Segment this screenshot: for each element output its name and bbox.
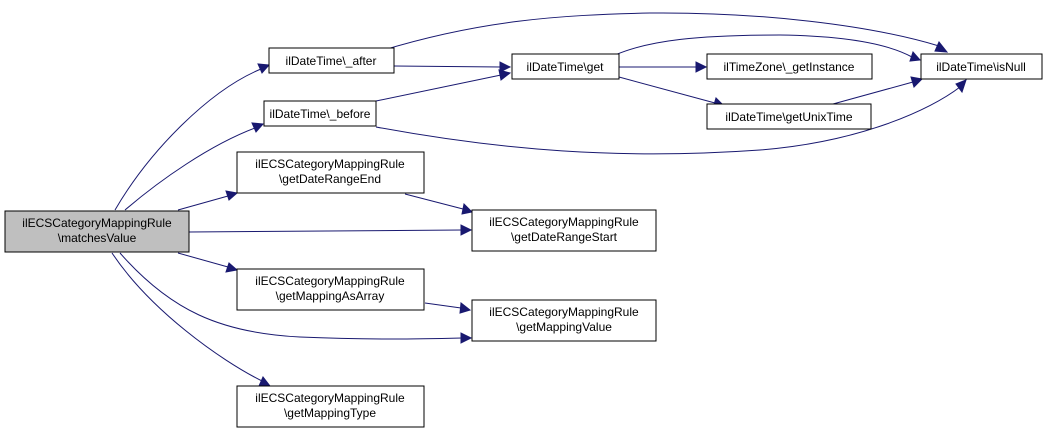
node-get-mapping-type-line1: ilECSCategoryMappingRule (255, 391, 405, 405)
node-get-date-range-end[interactable]: ilECSCategoryMappingRule \getDateRangeEn… (236, 151, 425, 194)
edge-unix-isnull (832, 81, 914, 105)
node-matches-value-line1: ilECSCategoryMappingRule (22, 216, 172, 230)
node-get-date-range-start-line2: \getDateRangeStart (511, 230, 618, 244)
node-datetime-getunixtime[interactable]: ilDateTime\getUnixTime (706, 103, 872, 130)
edge-dre-drs (404, 193, 464, 210)
node-datetime-after-label: ilDateTime\_after (286, 54, 377, 68)
edge-before-isnull-arrowhead (955, 79, 967, 94)
edge-get-isnull-arrowhead (909, 51, 922, 62)
node-datetime-isnull[interactable]: ilDateTime\isNull (920, 53, 1043, 80)
edge-root-dre-arrowhead (225, 190, 239, 201)
node-matches-value-line2: \matchesValue (58, 231, 137, 245)
node-get-date-range-end-line1: ilECSCategoryMappingRule (255, 157, 405, 171)
call-edges (111, 12, 967, 387)
node-timezone-getinstance-label: ilTimeZone\_getInstance (724, 60, 855, 74)
edge-root-dre (177, 195, 229, 211)
node-datetime-get[interactable]: ilDateTime\get (511, 53, 620, 80)
node-matches-value[interactable]: ilECSCategoryMappingRule \matchesValue (4, 210, 190, 253)
node-timezone-getinstance[interactable]: ilTimeZone\_getInstance (706, 53, 873, 80)
edge-dre-drs-arrowhead (461, 202, 474, 215)
node-get-date-range-end-line2: \getDateRangeEnd (279, 172, 381, 186)
node-get-date-range-start-line1: ilECSCategoryMappingRule (489, 215, 639, 229)
node-datetime-before-label: ilDateTime\_before (270, 107, 371, 121)
edge-root-gmaa-arrowhead (225, 262, 239, 273)
edge-get-unix (618, 76, 716, 104)
edge-unix-isnull-arrowhead (910, 76, 924, 88)
edge-root-drs-arrowhead (460, 224, 473, 236)
edge-root-gmt (111, 252, 263, 382)
edge-root-after (114, 68, 262, 211)
node-datetime-after[interactable]: ilDateTime\_after (268, 47, 395, 74)
edge-root-drs (188, 229, 463, 233)
edge-get-isnull (614, 34, 913, 58)
edge-after-isnull-arrowhead (934, 41, 949, 53)
node-get-mapping-type[interactable]: ilECSCategoryMappingRule \getMappingType (236, 385, 425, 428)
node-get-mapping-type-line2: \getMappingType (284, 406, 376, 420)
node-get-mapping-value[interactable]: ilECSCategoryMappingRule \getMappingValu… (471, 299, 657, 342)
edge-gmaa-gmv (424, 302, 462, 309)
edge-get-tz-arrowhead (695, 61, 708, 73)
node-datetime-isnull-label: ilDateTime\isNull (936, 60, 1026, 74)
edge-root-gmt-arrowhead (258, 376, 272, 387)
edge-after-isnull (376, 12, 940, 53)
edge-after-get-arrowhead (499, 61, 512, 73)
edge-root-gmv (119, 252, 463, 340)
edge-before-isnull (375, 86, 961, 155)
edge-before-get-arrowhead (498, 69, 512, 81)
node-datetime-get-label: ilDateTime\get (527, 60, 605, 74)
edge-root-gmaa (177, 252, 229, 268)
edge-root-before (124, 127, 256, 211)
node-get-mapping-as-array-line1: ilECSCategoryMappingRule (255, 274, 405, 288)
edge-root-after-arrowhead (257, 63, 271, 74)
node-datetime-before[interactable]: ilDateTime\_before (263, 100, 377, 127)
node-get-mapping-as-array[interactable]: ilECSCategoryMappingRule \getMappingAsAr… (236, 268, 425, 311)
node-datetime-getunixtime-label: ilDateTime\getUnixTime (725, 110, 852, 124)
node-get-mapping-value-line1: ilECSCategoryMappingRule (489, 305, 639, 319)
edge-before-get (375, 74, 502, 102)
edge-after-get (393, 65, 502, 68)
node-get-mapping-value-line2: \getMappingValue (516, 320, 612, 334)
edge-root-before-arrowhead (251, 122, 265, 133)
edge-gmaa-gmv-arrowhead (459, 302, 472, 314)
edge-root-gmv-arrowhead (460, 332, 473, 344)
node-get-mapping-as-array-line2: \getMappingAsArray (276, 289, 385, 303)
node-get-date-range-start[interactable]: ilECSCategoryMappingRule \getDateRangeSt… (471, 209, 657, 252)
